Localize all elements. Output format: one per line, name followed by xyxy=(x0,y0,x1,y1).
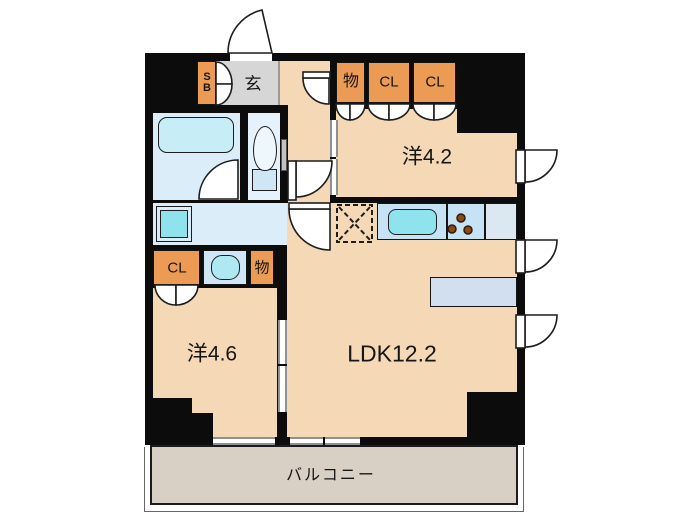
counter-bar xyxy=(430,277,517,307)
sliding-door-room-4-6-a xyxy=(278,320,287,364)
entrance-label: 玄 xyxy=(244,74,262,94)
entrance-door xyxy=(227,9,274,54)
sliding-door-room-4-2-a xyxy=(330,120,338,157)
toilet-bowl xyxy=(253,126,277,171)
kitchen-counter-divider xyxy=(446,203,448,240)
storage-mid-label: 物 xyxy=(254,259,270,277)
entrance-doorway xyxy=(230,52,272,61)
shoe-box-label: S B xyxy=(203,71,211,94)
pillar-bottom-left-1 xyxy=(153,398,192,437)
window-ldk-a xyxy=(290,437,323,445)
closet-mid xyxy=(153,250,200,285)
ldk-label: LDK12.2 xyxy=(347,340,437,367)
storage-mid xyxy=(250,250,274,285)
sliding-door-room-4-6-b xyxy=(278,366,287,412)
room-western-4-2 xyxy=(336,109,457,197)
closet-top-2-label: CL xyxy=(425,73,445,91)
window-room-4-6 xyxy=(213,437,275,445)
right-door-3 xyxy=(524,314,558,348)
pillar-bottom-left-2 xyxy=(192,413,213,437)
closet-mid-label: CL xyxy=(167,259,187,277)
hallway-lower xyxy=(288,105,330,203)
storage-top-label: 物 xyxy=(342,73,360,90)
kitchen-counter-end xyxy=(485,203,517,240)
washing-machine-drum xyxy=(160,210,188,238)
entrance-step-line xyxy=(278,61,280,105)
right-door-1 xyxy=(524,149,558,183)
bathtub xyxy=(158,117,234,153)
sliding-door-room-4-2-b xyxy=(330,159,338,195)
kitchen-sink xyxy=(388,209,437,235)
room-4-2-label: 洋4.2 xyxy=(401,145,453,169)
vanity-sink xyxy=(211,255,240,280)
toilet-tank xyxy=(252,169,277,191)
storage-top xyxy=(336,62,365,103)
room-western-4-2-east xyxy=(457,133,517,197)
closet-top-2 xyxy=(413,62,456,103)
toilet-paper-holder xyxy=(281,139,287,171)
balcony-label: バルコニー xyxy=(286,467,376,484)
pillar-bottom-right xyxy=(467,392,517,437)
window-ldk-b xyxy=(325,437,360,445)
closet-top-1 xyxy=(368,62,410,103)
hallway-upper xyxy=(280,61,330,105)
balcony xyxy=(150,445,518,505)
room-4-6-label: 洋4.6 xyxy=(186,342,238,366)
closet-top-1-label: CL xyxy=(379,73,399,91)
right-door-2 xyxy=(524,239,558,273)
